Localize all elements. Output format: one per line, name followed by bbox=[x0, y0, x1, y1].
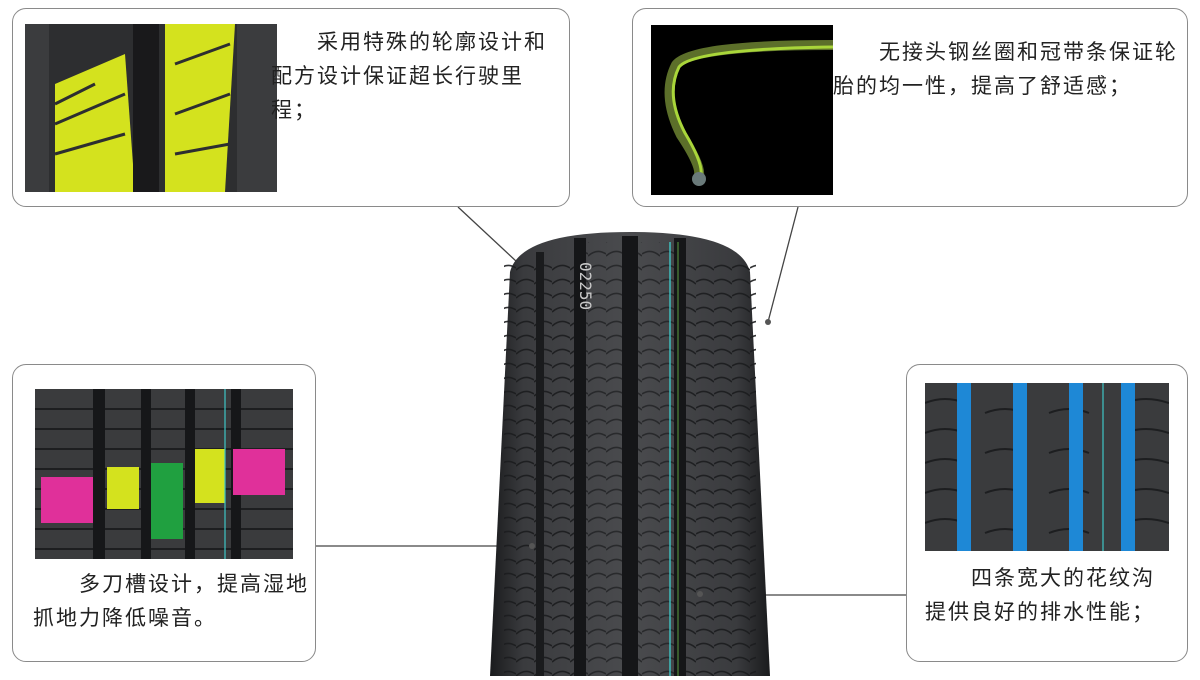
tread-groove-4 bbox=[536, 252, 544, 676]
highlight-magenta-left bbox=[41, 477, 93, 523]
marker-dot-sipes bbox=[529, 543, 535, 549]
crown-belt-line bbox=[671, 45, 833, 176]
marker-dot-grooves bbox=[697, 591, 703, 597]
sipes-tread-image bbox=[35, 389, 293, 559]
groove-blue-3 bbox=[1069, 383, 1083, 551]
grooves-caption: 四条宽大的花纹沟提供良好的排水性能； bbox=[925, 566, 1155, 624]
tread-rib-center-right bbox=[638, 242, 674, 676]
tire-front-view: 02250 bbox=[480, 232, 780, 680]
sidewall-code: 02250 bbox=[576, 262, 595, 310]
tread-groove-1 bbox=[574, 238, 586, 676]
callout-bead: 无接头钢丝圈和冠带条保证轮胎的均一性，提高了舒适感； bbox=[632, 8, 1188, 207]
tread-groove-3 bbox=[674, 238, 686, 676]
grooves-tread-image bbox=[925, 383, 1169, 551]
tread-rib-right bbox=[686, 262, 756, 676]
sipes-caption: 多刀槽设计，提高湿地抓地力降低噪音。 bbox=[33, 572, 309, 630]
connector-bead bbox=[767, 206, 799, 323]
tread-rib-center-left bbox=[586, 242, 622, 676]
highlight-yellow-left bbox=[55, 54, 135, 192]
highlight-magenta-right bbox=[233, 449, 285, 495]
highlight-yellow-right bbox=[195, 449, 225, 503]
profile-caption: 采用特殊的轮廓设计和配方设计保证超长行驶里程； bbox=[271, 30, 547, 122]
bead-cross-section-image bbox=[651, 25, 833, 195]
highlight-yellow-right bbox=[165, 24, 235, 192]
groove-blue-4 bbox=[1121, 383, 1135, 551]
groove-blue-1 bbox=[957, 383, 971, 551]
callout-profile: 采用特殊的轮廓设计和配方设计保证超长行驶里程； bbox=[12, 8, 570, 207]
callout-grooves: 四条宽大的花纹沟提供良好的排水性能； bbox=[906, 364, 1188, 662]
bead-wire bbox=[692, 172, 706, 186]
tread-groove-2 bbox=[622, 236, 638, 676]
highlight-green bbox=[151, 463, 183, 539]
marker-dot-bead bbox=[765, 319, 771, 325]
bead-caption: 无接头钢丝圈和冠带条保证轮胎的均一性，提高了舒适感； bbox=[833, 40, 1178, 98]
callout-sipes: 多刀槽设计，提高湿地抓地力降低噪音。 bbox=[12, 364, 316, 662]
profile-tread-image bbox=[25, 24, 277, 192]
groove-blue-2 bbox=[1013, 383, 1027, 551]
highlight-yellow-left bbox=[107, 467, 139, 509]
